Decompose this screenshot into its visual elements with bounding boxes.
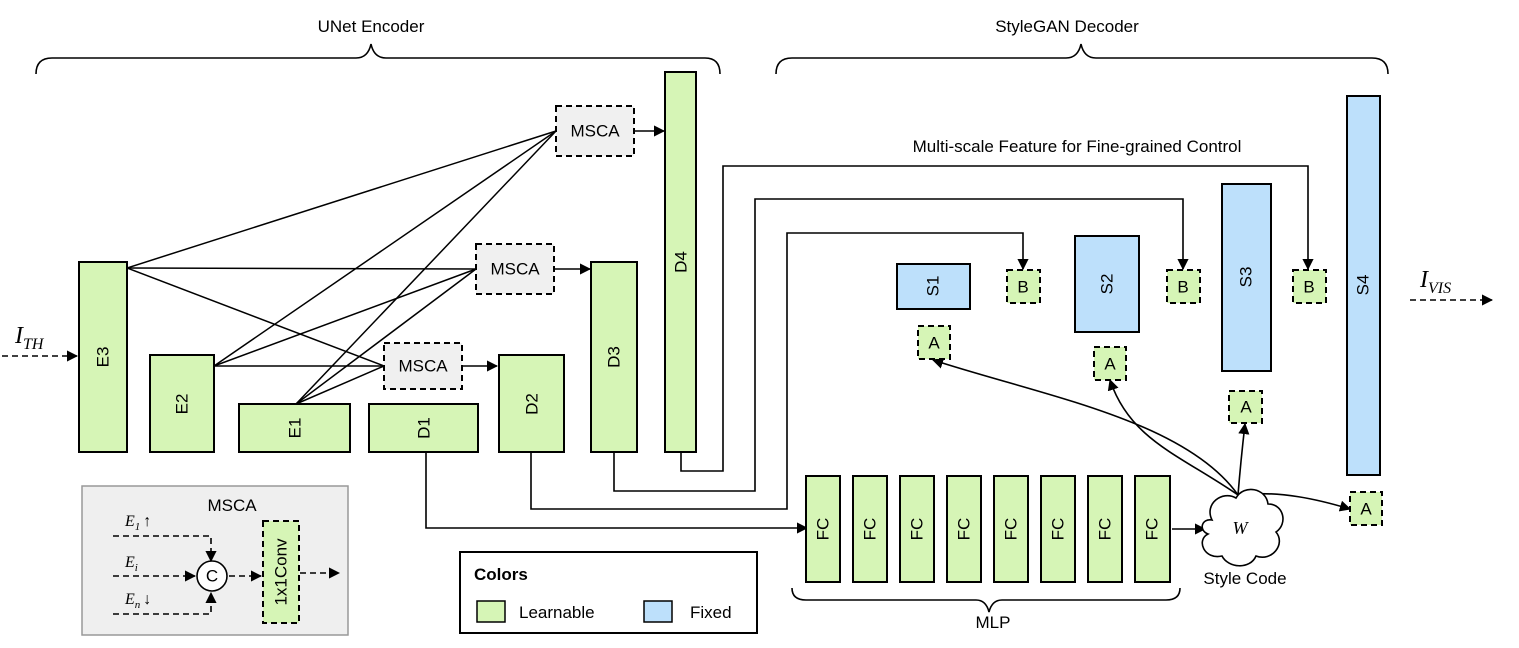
svg-text:S3: S3 <box>1237 267 1256 288</box>
msca-inset-en: En↓ <box>124 591 151 611</box>
encoder-e3-block: E3 <box>78 261 128 453</box>
svg-text:A: A <box>1360 500 1372 519</box>
noise-b-block-1: B <box>1006 269 1041 304</box>
multiscale-routing <box>425 125 1314 535</box>
svg-text:S2: S2 <box>1098 274 1117 295</box>
mlp-fc-block-6: FC <box>1040 475 1076 583</box>
mlp-label: MLP <box>976 613 1011 632</box>
svg-text:D1: D1 <box>415 417 434 439</box>
encoder-e2-block: E2 <box>149 354 215 453</box>
noise-b-block-3: B <box>1292 269 1327 304</box>
noise-b-block-2: B <box>1166 269 1201 304</box>
svg-text:D4: D4 <box>672 251 691 273</box>
mlp-fc-block-3: FC <box>899 475 935 583</box>
msca-block-bottom: MSCA <box>383 342 463 390</box>
decoder-brace <box>775 43 1389 75</box>
mlp-fc-block-5: FC <box>993 475 1029 583</box>
decoder-d3-block: D3 <box>590 261 638 453</box>
svg-text:E3: E3 <box>94 347 113 368</box>
style-code-label: Style Code <box>1203 569 1286 588</box>
output-label: IVIS <box>1419 267 1451 297</box>
mlp-brace <box>791 587 1181 613</box>
affine-a-block-4: A <box>1349 491 1383 526</box>
svg-text:FC: FC <box>1143 518 1162 541</box>
msca-inset-ei: Ei <box>124 554 138 574</box>
svg-text:FC: FC <box>1002 518 1021 541</box>
svg-text:B: B <box>1303 278 1314 297</box>
legend-fixed-label: Fixed <box>690 603 732 622</box>
conv-label: 1x1Conv <box>272 538 291 606</box>
svg-text:FC: FC <box>1049 518 1068 541</box>
svg-text:A: A <box>1104 355 1116 374</box>
affine-a-block-1: A <box>917 325 951 360</box>
affine-a-block-3: A <box>1228 390 1263 424</box>
msca-inset: MSCA E1↑ Ei En↓ C 1x1Conv <box>81 485 349 636</box>
svg-text:E2: E2 <box>173 394 192 415</box>
mlp-fc-block-1: FC <box>805 475 841 583</box>
legend-learnable-label: Learnable <box>519 603 595 622</box>
legend-fixed-swatch <box>643 600 673 623</box>
svg-text:FC: FC <box>814 518 833 541</box>
color-legend: Colors Learnable Fixed <box>459 551 758 634</box>
style-code-cloud: W <box>1201 488 1284 567</box>
decoder-d2-block: D2 <box>498 354 565 453</box>
svg-text:S4: S4 <box>1354 275 1373 296</box>
svg-text:B: B <box>1017 278 1028 297</box>
concat-label: C <box>206 567 218 586</box>
svg-text:MSCA: MSCA <box>570 122 620 141</box>
input-label: ITH <box>14 323 45 353</box>
svg-text:S1: S1 <box>924 276 943 297</box>
stylegan-s1-block: S1 <box>896 263 971 310</box>
svg-text:D3: D3 <box>605 346 624 368</box>
encoder-title: UNet Encoder <box>318 17 425 36</box>
svg-text:MSCA: MSCA <box>490 260 540 279</box>
svg-text:FC: FC <box>908 518 927 541</box>
conv-block <box>262 520 300 624</box>
svg-text:FC: FC <box>1096 518 1115 541</box>
skip-connections <box>126 130 557 405</box>
concat-circle <box>196 560 228 592</box>
svg-text:B: B <box>1177 278 1188 297</box>
mlp-fc-block-2: FC <box>852 475 888 583</box>
msca-inset-e1: E1↑ <box>124 513 151 533</box>
multiscale-label: Multi-scale Feature for Fine-grained Con… <box>913 137 1242 156</box>
svg-text:A: A <box>1240 398 1252 417</box>
affine-a-block-2: A <box>1093 346 1127 381</box>
msca-inset-title: MSCA <box>207 496 257 515</box>
decoder-d4-block: D4 <box>664 71 697 453</box>
mlp-fc-block-7: FC <box>1087 475 1123 583</box>
svg-text:FC: FC <box>861 518 880 541</box>
encoder-brace <box>35 43 721 75</box>
encoder-e1-block: E1 <box>238 403 351 453</box>
msca-block-middle: MSCA <box>475 243 555 295</box>
mlp-fc-block-4: FC <box>946 475 982 583</box>
svg-text:MSCA: MSCA <box>398 357 448 376</box>
svg-text:D2: D2 <box>523 393 542 415</box>
mlp-fc-block-8: FC <box>1134 475 1171 583</box>
legend-title: Colors <box>474 565 528 584</box>
msca-block-top: MSCA <box>555 105 635 157</box>
decoder-d1-block: D1 <box>368 403 479 453</box>
svg-text:W: W <box>1233 518 1250 538</box>
legend-learnable-swatch <box>476 600 506 623</box>
svg-text:A: A <box>928 334 940 353</box>
svg-text:FC: FC <box>955 518 974 541</box>
stylegan-s4-block: S4 <box>1346 95 1381 476</box>
stylegan-s3-block: S3 <box>1221 183 1272 372</box>
decoder-title: StyleGAN Decoder <box>995 17 1139 36</box>
svg-text:E1: E1 <box>286 418 305 439</box>
stylegan-s2-block: S2 <box>1074 235 1140 333</box>
